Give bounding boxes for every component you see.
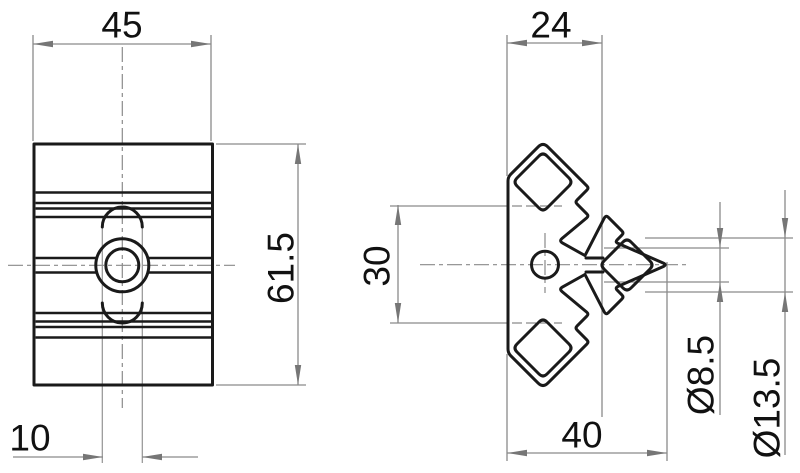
dim-label-10: 10 bbox=[9, 418, 50, 459]
dim-label-40: 40 bbox=[561, 415, 602, 456]
right-slot-cavity bbox=[600, 238, 654, 292]
profile-body-outline bbox=[506, 142, 590, 388]
slot-bottom-arc bbox=[100, 301, 144, 325]
dim-label-30: 30 bbox=[357, 245, 398, 286]
plate-grooves bbox=[35, 191, 211, 339]
hole-bore-circle bbox=[104, 247, 141, 284]
dim-label-45: 45 bbox=[101, 5, 142, 46]
hole-counterbore-circle bbox=[94, 237, 151, 294]
dim-label-d13-5: Ø13.5 bbox=[747, 358, 788, 459]
dim-side-bottom-width: 40 bbox=[507, 415, 667, 457]
plate-outline bbox=[32, 142, 214, 387]
slot-top-arc bbox=[100, 205, 144, 229]
dim-label-24: 24 bbox=[530, 5, 571, 46]
right-slot-throat bbox=[584, 256, 605, 274]
dim-hole-small-diameter: Ø8.5 bbox=[681, 202, 724, 415]
dim-side-slot-length: 30 bbox=[357, 205, 402, 323]
profile-right-boss-outline bbox=[583, 214, 667, 316]
dim-label-61-5: 61.5 bbox=[261, 232, 302, 304]
dim-side-top-width: 24 bbox=[507, 5, 602, 47]
dim-front-width: 45 bbox=[32, 5, 212, 141]
front-view: 45 61.5 10 bbox=[8, 5, 306, 463]
bottom-slot-cavity bbox=[513, 318, 573, 378]
side-view: 24 30 40 Ø8.5 Ø13.5 bbox=[357, 5, 793, 461]
top-slot-cavity bbox=[513, 152, 573, 212]
dim-label-d8-5: Ø8.5 bbox=[681, 335, 722, 415]
dim-front-slot-width: 10 bbox=[9, 418, 198, 461]
dim-hole-large-diameter: Ø13.5 bbox=[747, 190, 789, 458]
side-extension-lines bbox=[390, 35, 793, 461]
side-hole-circle bbox=[530, 249, 560, 280]
dim-front-height: 61.5 bbox=[216, 143, 306, 386]
